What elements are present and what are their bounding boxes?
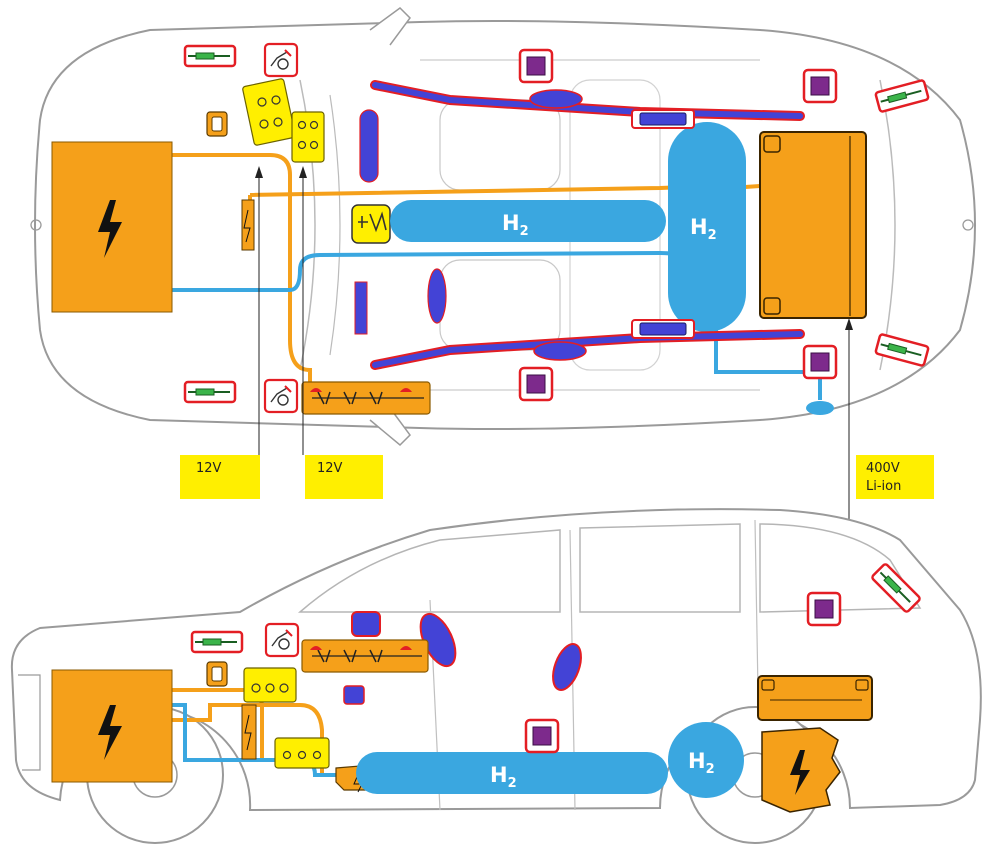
hydrogen-fill-port <box>806 401 834 415</box>
pyro-fuse-strip-top <box>301 381 431 415</box>
h2-label-side-center: H2 <box>490 763 517 791</box>
hv-junction-side <box>241 704 257 760</box>
relay-side <box>206 661 228 687</box>
hv-battery-top <box>759 131 867 319</box>
fuel-cell-module-side <box>51 669 173 783</box>
sensor-top-2 <box>802 68 838 104</box>
pyro-fuse-strip-side <box>301 639 429 673</box>
callout-12v-a: 12V <box>180 166 263 499</box>
driver-airbag-top <box>359 109 379 183</box>
sensor-top-1 <box>518 48 554 84</box>
h2-label-side-rear: H2 <box>688 749 715 777</box>
sensor-top-3 <box>518 366 554 402</box>
rear-motor-side <box>761 727 841 813</box>
callout-hv-text-1: 400V <box>866 461 900 476</box>
gas-strut-top-1 <box>183 44 237 68</box>
belt-tensioner-side <box>264 622 300 658</box>
passenger-airbag-top <box>427 268 447 324</box>
gas-strut-top-2 <box>183 380 237 404</box>
h2-label-tank-rear: H2 <box>690 215 717 243</box>
side-airbag-top-left <box>529 89 583 109</box>
side-airbag-top-right <box>533 341 587 361</box>
callout-12v-b-text: 12V <box>317 461 343 476</box>
relay-top <box>206 111 228 137</box>
hv-battery-side <box>757 675 873 721</box>
callout-12v-b: 12V <box>299 166 383 499</box>
knee-airbag-side <box>343 685 365 705</box>
h2-label-tank-center: H2 <box>502 211 529 239</box>
hv-junction-top <box>241 199 255 251</box>
battery-12v-top-a <box>242 78 296 146</box>
battery-12v-side-a <box>243 667 297 703</box>
battery-12v-top-b <box>291 111 325 163</box>
fuel-cell-module-top <box>51 141 173 313</box>
pressure-regulator-top <box>351 204 391 244</box>
gas-strut-side-1 <box>190 630 244 654</box>
gas-generator-left <box>631 109 695 129</box>
battery-12v-side-b <box>274 737 330 769</box>
hydrogen-tank-rear-top: H2 <box>668 122 746 332</box>
knee-airbag-top <box>354 281 368 335</box>
sensor-side-2 <box>806 591 842 627</box>
belt-tensioner-top-1 <box>263 42 299 78</box>
belt-tensioner-top-2 <box>263 378 299 414</box>
hydrogen-tank-center-top: H2 <box>390 200 666 242</box>
hydrogen-tank-rear-side: H2 <box>668 722 744 798</box>
driver-airbag-side <box>351 611 381 637</box>
gas-generator-right <box>631 319 695 339</box>
sensor-top-4 <box>802 344 838 380</box>
callout-12v-a-text: 12V <box>196 461 222 476</box>
side-airbag-side <box>552 643 582 691</box>
hydrogen-tank-center-side: H2 <box>356 752 668 794</box>
callout-hv-text-2: Li-ion <box>866 479 901 494</box>
sensor-side-1 <box>524 718 560 754</box>
